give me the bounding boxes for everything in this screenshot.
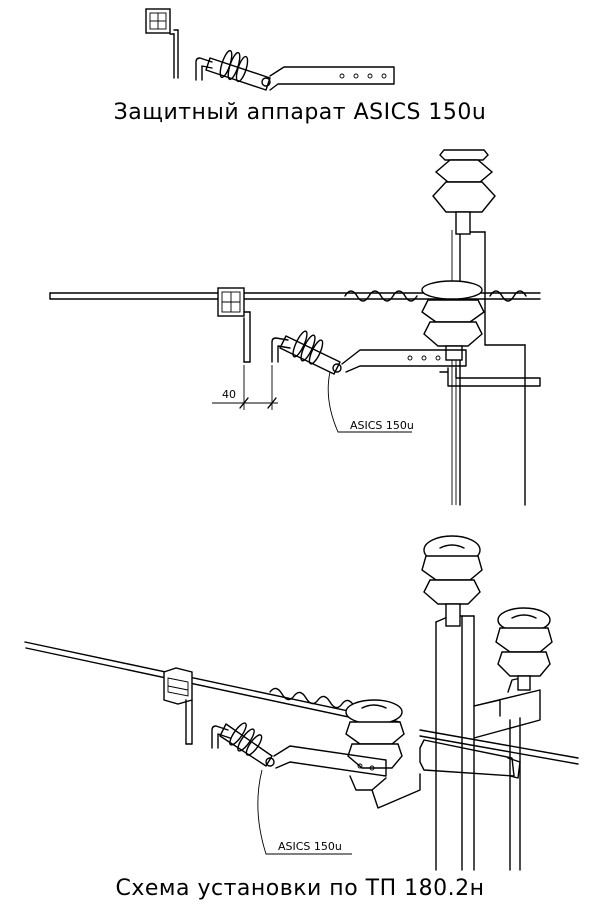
conductor-perspective	[24, 641, 579, 765]
insulator-wire	[345, 699, 405, 769]
callout-middle: ASICS 150u	[327, 371, 414, 433]
arrester-top	[195, 49, 395, 91]
clamp-block-top	[145, 8, 179, 79]
wire-wrap	[344, 290, 418, 302]
arrester-middle	[271, 330, 541, 387]
dimension-40: 40	[212, 365, 278, 410]
insulator-upper	[432, 149, 496, 235]
pole-middle	[451, 230, 526, 506]
arrester-perspective	[211, 722, 421, 809]
perspective-view: ASICS 150u	[24, 535, 579, 871]
clamp-block-middle	[217, 287, 251, 363]
dimension-label: 40	[222, 388, 236, 401]
pole-perspective	[419, 615, 541, 871]
callout-label-middle: ASICS 150u	[350, 419, 414, 432]
device-detail	[145, 8, 395, 91]
insulator-crossarm	[495, 607, 553, 691]
callout-bottom: ASICS 150u	[257, 769, 352, 855]
installation-title: Схема установки по ТП 180.2н	[115, 876, 485, 901]
device-title: Защитный аппарат ASICS 150u	[113, 100, 487, 125]
clamp-block-perspective	[163, 667, 193, 745]
insulator-lower	[421, 280, 485, 361]
insulator-pole-top	[421, 535, 483, 627]
side-view: 40 ASICS 150u	[49, 149, 541, 506]
callout-label-bottom: ASICS 150u	[278, 840, 342, 853]
